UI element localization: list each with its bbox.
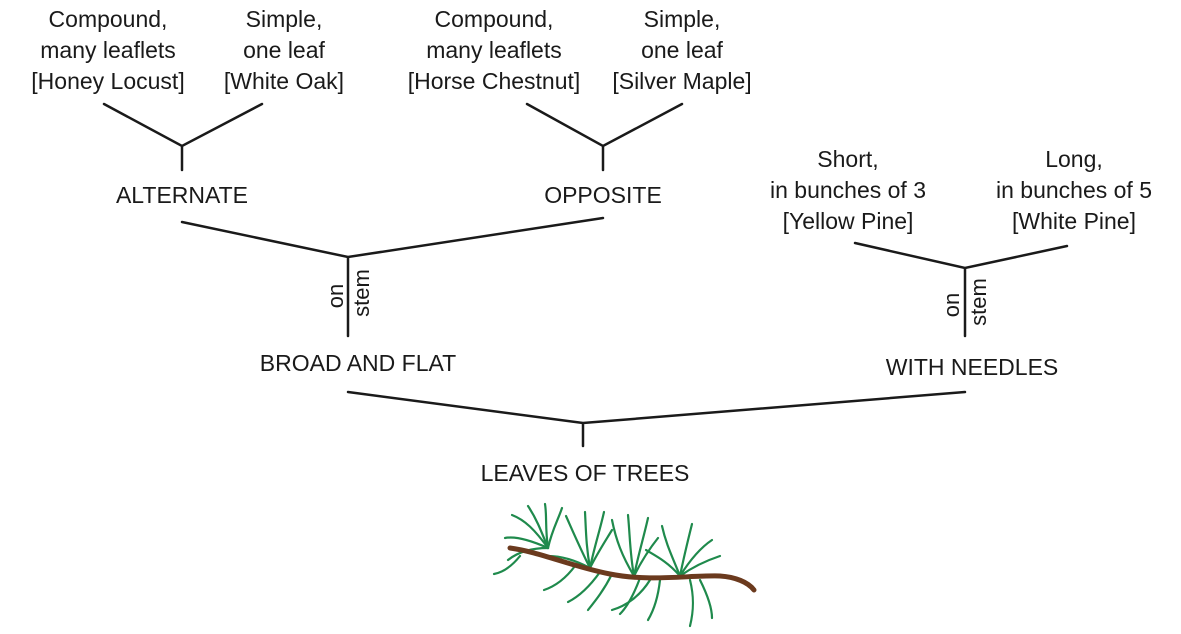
root-leaves-of-trees: LEAVES OF TREES xyxy=(480,460,690,486)
leaf-type-honey-locust: Compound, many leaflets [Honey Locust] xyxy=(31,4,184,97)
connector-label-on: on xyxy=(323,283,348,309)
arrangement-alternate: ALTERNATE xyxy=(115,182,249,208)
leaf-type-line: many leaflets xyxy=(426,37,562,63)
connector-label-stem: stem xyxy=(966,278,991,326)
leaf-type-line: [Silver Maple] xyxy=(612,68,752,94)
needle-type-line: Long, xyxy=(1045,146,1103,172)
leaf-type-line: [White Oak] xyxy=(223,68,345,94)
connector-label-on: on xyxy=(939,292,964,318)
needle-type-line: in bunches of 5 xyxy=(995,177,1153,203)
fork-opposite xyxy=(525,102,684,172)
pine-branch-icon xyxy=(492,502,757,628)
connector-label-stem: stem xyxy=(349,269,374,317)
needle-type-line: [Yellow Pine] xyxy=(782,208,914,234)
fork-root xyxy=(346,390,967,448)
leaf-type-line: many leaflets xyxy=(40,37,176,63)
needle-type-yellow-pine: Short, in bunches of 3 [Yellow Pine] xyxy=(770,144,926,237)
fork-alternate xyxy=(102,102,264,172)
category-with-needles: WITH NEEDLES xyxy=(885,354,1059,380)
leaf-type-line: one leaf xyxy=(641,37,723,63)
leaf-type-white-oak: Simple, one leaf [White Oak] xyxy=(224,4,344,97)
arrangement-opposite: OPPOSITE xyxy=(544,182,662,208)
leaf-type-line: Simple, xyxy=(643,6,721,32)
leaf-type-line: [Horse Chestnut] xyxy=(407,68,581,94)
leaf-type-line: [Honey Locust] xyxy=(31,68,185,94)
leaf-type-line: Simple, xyxy=(245,6,323,32)
needle-type-white-pine: Long, in bunches of 5 [White Pine] xyxy=(996,144,1152,237)
needle-type-line: Short, xyxy=(817,146,879,172)
leaf-type-horse-chestnut: Compound, many leaflets [Horse Chestnut] xyxy=(408,4,581,97)
leaf-type-line: one leaf xyxy=(243,37,325,63)
leaf-type-line: Compound, xyxy=(434,6,554,32)
fork-broad-and-flat xyxy=(180,216,605,338)
leaf-type-line: Compound, xyxy=(48,6,168,32)
fork-with-needles xyxy=(853,241,1069,338)
leaf-type-silver-maple: Simple, one leaf [Silver Maple] xyxy=(612,4,751,97)
category-broad-and-flat: BROAD AND FLAT xyxy=(259,350,457,376)
needle-type-line: in bunches of 3 xyxy=(769,177,927,203)
needle-type-line: [White Pine] xyxy=(1011,208,1136,234)
